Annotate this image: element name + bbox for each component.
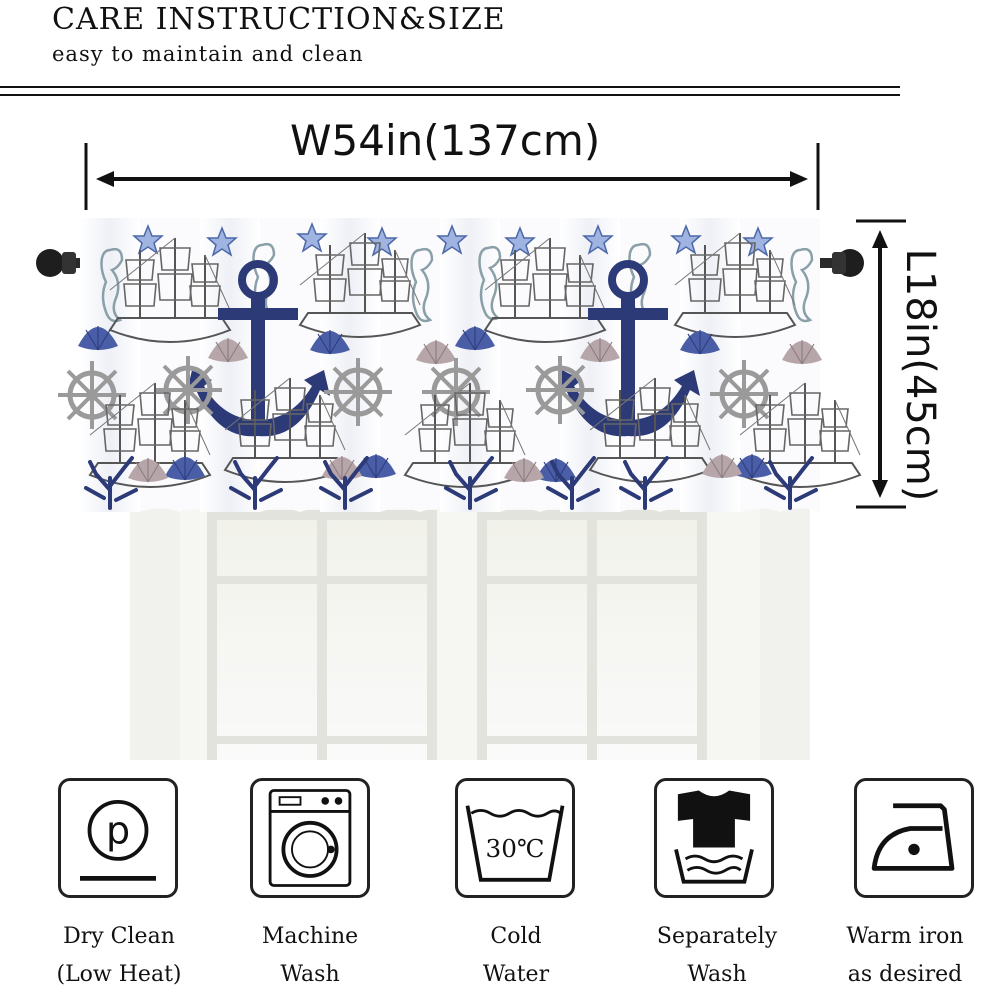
header-rule-bottom <box>0 94 900 96</box>
valance-curtain <box>58 218 861 512</box>
width-label: W54in(137cm) <box>290 116 601 165</box>
page-title: CARE INSTRUCTION&SIZE <box>52 2 506 37</box>
height-label: L18in(45cm) <box>897 248 943 502</box>
svg-text:p: p <box>106 809 130 853</box>
width-dimension-arrow <box>84 143 820 210</box>
separate-wash-icon <box>654 778 774 898</box>
height-dimension-arrow <box>856 219 906 509</box>
header-rule-top <box>0 86 900 88</box>
wash-tub-icon: 30℃ <box>455 778 575 898</box>
iron-icon <box>854 778 974 898</box>
washing-machine-icon <box>250 778 370 898</box>
dry-clean-icon: p <box>58 778 178 898</box>
product-scene <box>36 143 906 760</box>
window-background <box>130 505 810 760</box>
care-label-dry-clean: Dry Clean(Low Heat) <box>56 924 182 987</box>
page-subtitle: easy to maintain and clean <box>52 42 364 66</box>
svg-text:30℃: 30℃ <box>485 834 544 863</box>
